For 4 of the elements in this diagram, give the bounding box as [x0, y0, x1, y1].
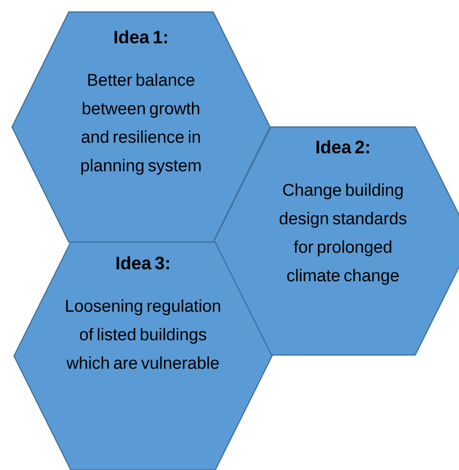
node-label: Idea 2: [316, 140, 369, 154]
node-label: Change building design standards for prolonged climate change [280, 183, 406, 285]
hexagon: Idea 1: Better balance between growth and resilience in planning system [11, 11, 271, 243]
hexagon: Idea 3: Loosening regulation of listed buildings which are vulnerable [13, 241, 273, 470]
